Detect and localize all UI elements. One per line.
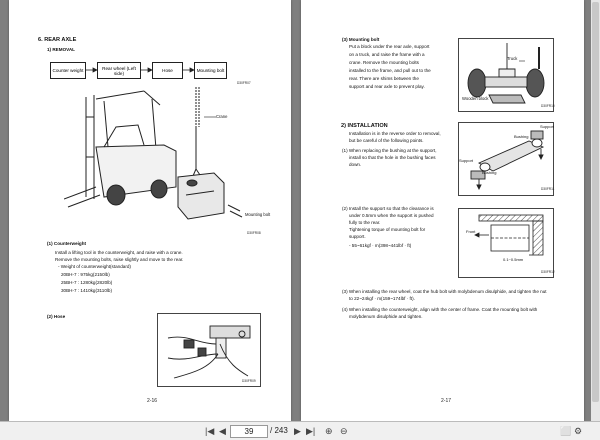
install-item3: (3) When installing the rear wheel, coat… bbox=[342, 289, 547, 294]
install-item1: (1) When replacing the bushing at the su… bbox=[342, 148, 437, 153]
install-item3: to 22~24kgf · m(159~174lbf · ft). bbox=[349, 296, 415, 301]
flow-arrows bbox=[85, 67, 195, 73]
page-number-right: 2-17 bbox=[441, 398, 452, 404]
page-total-label: / 243 bbox=[270, 426, 288, 435]
install-item2: fully to the rear. bbox=[349, 220, 381, 225]
fit-page-icon[interactable]: ⬜ bbox=[560, 426, 572, 436]
zoom-in-icon[interactable]: ⊕ bbox=[325, 426, 333, 436]
crane-label: Crane bbox=[216, 114, 228, 119]
installation-intro: Installation is in the reverse order to … bbox=[349, 131, 441, 136]
counterweight-line: 20BH-7 : 975kg(2150lb) bbox=[61, 272, 110, 277]
left-page: 6. REAR AXLE 1) REMOVAL Counter weight R… bbox=[9, 0, 291, 421]
mounting-bolt-line: installed to the frame, and pull out to … bbox=[349, 68, 431, 73]
install-item4: molybdenum disulphide and tighten. bbox=[349, 314, 423, 319]
flow-box-counterweight: Counter weight bbox=[50, 62, 86, 79]
section-title: 6. REAR AXLE bbox=[38, 37, 77, 43]
truck-label: Truck bbox=[507, 56, 518, 61]
installation-intro: but be careful of the following points. bbox=[349, 138, 424, 143]
mounting-bolt-line: support and rear axle to prevent play. bbox=[349, 84, 425, 89]
mounting-bolt-line: rear. There are shims between the bbox=[349, 76, 419, 81]
counterweight-line: - Weight of counterweight(standard) bbox=[58, 264, 131, 269]
next-page-icon[interactable]: ▶ bbox=[294, 426, 301, 436]
install-item4: (4) When installing the counterweight, a… bbox=[342, 307, 538, 312]
counterweight-line: Remove the mounting bolts, raise slightl… bbox=[55, 257, 184, 262]
mounting-bolt-label: Mounting bolt bbox=[245, 212, 271, 217]
install-item2: support. bbox=[349, 234, 366, 239]
fig1-code: D30FR08 bbox=[247, 231, 261, 235]
zoom-out-icon[interactable]: ⊖ bbox=[340, 426, 348, 436]
fig4-code: D30FR11 bbox=[541, 187, 555, 191]
support-label-2: Support bbox=[459, 158, 474, 163]
flow-box-mounting-bolt: Mounting bolt bbox=[194, 62, 227, 79]
counterweight-line: 30BH-7 : 1410kg(3110lb) bbox=[61, 288, 112, 293]
flow-box-rear-wheel: Rear wheel (Left side) bbox=[97, 62, 141, 79]
bushing-label-1: Bushing bbox=[514, 134, 529, 139]
settings-icon[interactable]: ⚙ bbox=[574, 426, 583, 436]
axle-truck-figure bbox=[458, 38, 554, 112]
install-item1: down. bbox=[349, 162, 362, 167]
installation-heading: 2) INSTALLATION bbox=[341, 123, 388, 129]
prev-page-icon[interactable]: ◀ bbox=[219, 426, 226, 436]
right-page: (3) Mounting bolt Put a block under the … bbox=[301, 0, 584, 421]
support-label-1: Support bbox=[540, 124, 555, 129]
counterweight-heading: (1) Counterweight bbox=[47, 241, 87, 246]
scrollbar-thumb[interactable] bbox=[592, 2, 599, 402]
page-number-left: 2-16 bbox=[147, 398, 158, 404]
wooden-block-label: Wooden block bbox=[462, 96, 489, 101]
clearance-label: 0.1~0.5mm bbox=[503, 257, 524, 262]
bushing-figure bbox=[458, 122, 554, 196]
last-page-icon[interactable]: ▶| bbox=[306, 426, 316, 436]
mounting-bolt-line: on a truck, and raise the frame with a bbox=[349, 52, 425, 57]
mounting-bolt-line: Put a block under the rear axle, support bbox=[349, 44, 430, 49]
fig3-code: D30FR10 bbox=[541, 104, 555, 108]
flow-code: D30FR07 bbox=[237, 81, 251, 85]
fig2-code: D30FR09 bbox=[242, 379, 256, 383]
hose-heading: (2) Hose bbox=[47, 314, 66, 319]
forklift-illustration bbox=[64, 87, 243, 220]
install-item2: (2) Install the support so that the clea… bbox=[342, 206, 434, 211]
hose-figure bbox=[157, 313, 261, 387]
front-label: Front bbox=[466, 229, 476, 234]
mounting-bolt-heading: (3) Mounting bolt bbox=[342, 37, 380, 42]
subsection-title: 1) REMOVAL bbox=[47, 47, 75, 52]
flow-box-hose: Hose bbox=[152, 62, 183, 79]
fig5-code: D30FR12 bbox=[541, 270, 555, 274]
first-page-icon[interactable]: |◀ bbox=[205, 426, 215, 436]
mounting-bolt-line: crane. Remove the mounting bolts bbox=[349, 60, 419, 65]
bushing-label-2: Bushing bbox=[482, 170, 497, 175]
vertical-scrollbar[interactable] bbox=[591, 0, 600, 421]
install-item2: under 0.5mm when the support is pushed bbox=[349, 213, 434, 218]
clearance-figure bbox=[458, 208, 554, 278]
page-number-input[interactable]: 39 bbox=[230, 425, 268, 438]
viewer-toolbar: |◀ ◀ 39 / 243 ▶ ▶| ⊕ ⊖ ⬜ ⚙ bbox=[0, 421, 600, 440]
install-item2: Tightening torque of mounting bolt for bbox=[349, 227, 426, 232]
install-item1: install so that the hole in the bushing … bbox=[349, 155, 436, 160]
counterweight-line: 25BH-7 : 1280kg(2820lb) bbox=[61, 280, 113, 285]
counterweight-line: Install a lifting tool in the counterwei… bbox=[55, 250, 183, 255]
install-item2: - 55~61kgf · m(398~441lbf · ft) bbox=[349, 243, 412, 248]
